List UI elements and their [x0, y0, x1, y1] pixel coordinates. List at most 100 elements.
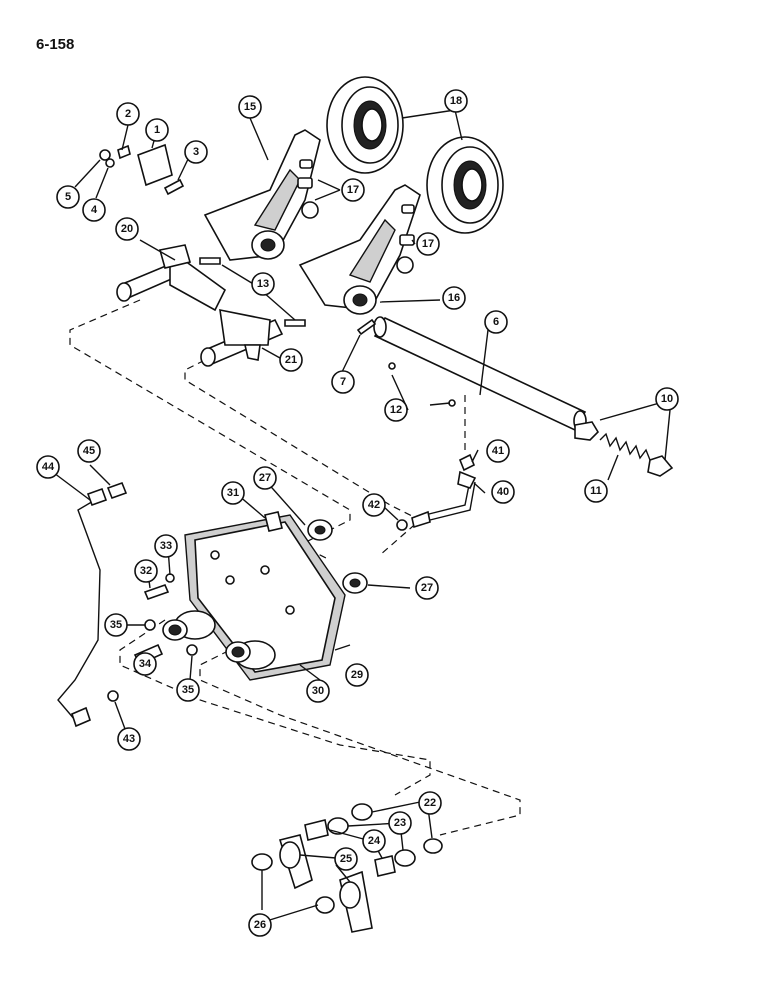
detent-plunger-left [574, 421, 600, 441]
shift-fork-lower [298, 184, 421, 315]
svg-text:35: 35 [110, 619, 122, 631]
callout-16: 16 [442, 286, 466, 310]
svg-text:32: 32 [140, 565, 152, 577]
roll-pin-lower [284, 319, 306, 327]
callout-27a: 27 [253, 466, 277, 490]
callout-1: 1 [145, 118, 169, 142]
callout-10: 10 [655, 387, 679, 411]
svg-text:18: 18 [450, 95, 462, 107]
callout-3: 3 [184, 140, 208, 164]
callout-43: 43 [117, 727, 141, 751]
callout-42: 42 [362, 493, 386, 517]
callout-13: 13 [251, 272, 275, 296]
svg-text:22: 22 [424, 797, 436, 809]
svg-text:7: 7 [340, 376, 346, 388]
svg-text:24: 24 [368, 835, 381, 847]
callout-5: 5 [56, 185, 80, 209]
callout-31: 31 [221, 481, 245, 505]
callout-15: 15 [238, 95, 262, 119]
svg-text:42: 42 [368, 499, 380, 511]
svg-text:23: 23 [394, 817, 406, 829]
roll-pin-upper [199, 257, 221, 265]
callout-40: 40 [491, 480, 515, 504]
svg-text:3: 3 [193, 146, 199, 158]
callout-6: 6 [484, 310, 508, 334]
svg-text:33: 33 [160, 540, 172, 552]
svg-text:12: 12 [390, 404, 402, 416]
callout-22: 22 [418, 791, 442, 815]
synchronizer-assembly-lower [426, 136, 504, 234]
callout-41: 41 [486, 439, 510, 463]
svg-text:16: 16 [448, 292, 460, 304]
shifter-shaft-lower [200, 308, 284, 367]
callout-18: 18 [444, 89, 468, 113]
callout-11: 11 [584, 479, 608, 503]
svg-text:13: 13 [257, 278, 269, 290]
detent-ball-upper [388, 362, 396, 370]
svg-text:5: 5 [65, 191, 71, 203]
callout-17a: 17 [341, 178, 365, 202]
svg-text:34: 34 [139, 658, 152, 670]
thrust-washer-lower-bore [349, 578, 361, 588]
shift-fork-upper [203, 129, 321, 261]
cover-plate-assembly [99, 143, 185, 196]
svg-text:15: 15 [244, 101, 256, 113]
svg-text:20: 20 [121, 223, 133, 235]
fork-pads [297, 159, 415, 246]
svg-text:27: 27 [259, 472, 271, 484]
svg-text:45: 45 [83, 445, 95, 457]
svg-text:25: 25 [340, 853, 352, 865]
callout-44: 44 [36, 455, 60, 479]
svg-text:6: 6 [493, 316, 499, 328]
svg-text:31: 31 [227, 487, 239, 499]
callout-24: 24 [362, 829, 386, 853]
callout-34: 34 [133, 652, 157, 676]
detent-spring [599, 432, 651, 461]
shift-cover-housing [162, 514, 346, 681]
svg-text:17: 17 [422, 238, 434, 250]
callout-30: 30 [306, 679, 330, 703]
svg-text:10: 10 [661, 393, 673, 405]
bushing [264, 511, 283, 532]
callout-45: 45 [77, 439, 101, 463]
callout-35a: 35 [104, 613, 128, 637]
callout-12: 12 [384, 398, 408, 422]
svg-text:41: 41 [492, 445, 504, 457]
roll-pin [356, 318, 377, 336]
callout-26: 26 [248, 913, 272, 937]
svg-text:43: 43 [123, 733, 135, 745]
svg-text:27: 27 [421, 582, 433, 594]
detent-plunger-right [647, 455, 674, 477]
svg-text:21: 21 [285, 354, 297, 366]
svg-text:40: 40 [497, 486, 509, 498]
callout-27b: 27 [415, 576, 439, 600]
callout-23: 23 [388, 811, 412, 835]
svg-text:2: 2 [125, 108, 131, 120]
callout-7: 7 [331, 370, 355, 394]
callout-4: 4 [82, 198, 106, 222]
callout-33: 33 [154, 534, 178, 558]
callout-29: 29 [345, 663, 369, 687]
synchronizer-assembly-upper [326, 76, 404, 174]
callout-20: 20 [115, 217, 139, 241]
svg-text:44: 44 [42, 461, 55, 473]
svg-text:4: 4 [91, 204, 98, 216]
shift-lever-assembly [251, 803, 443, 933]
svg-text:29: 29 [351, 669, 363, 681]
callout-17b: 17 [416, 232, 440, 256]
callout-35b: 35 [176, 678, 200, 702]
thrust-washer-upper-bore [314, 525, 326, 535]
leader-lines [49, 109, 671, 924]
svg-text:30: 30 [312, 685, 324, 697]
callout-2: 2 [116, 102, 140, 126]
page-number: 6-158 [36, 36, 75, 53]
callout-21: 21 [279, 348, 303, 372]
svg-text:11: 11 [590, 485, 602, 497]
shifter-shaft-upper [116, 244, 227, 312]
svg-text:1: 1 [154, 124, 160, 136]
svg-text:26: 26 [254, 919, 266, 931]
svg-text:35: 35 [182, 684, 194, 696]
callout-32: 32 [134, 559, 158, 583]
lube-line-assembly [396, 453, 477, 531]
